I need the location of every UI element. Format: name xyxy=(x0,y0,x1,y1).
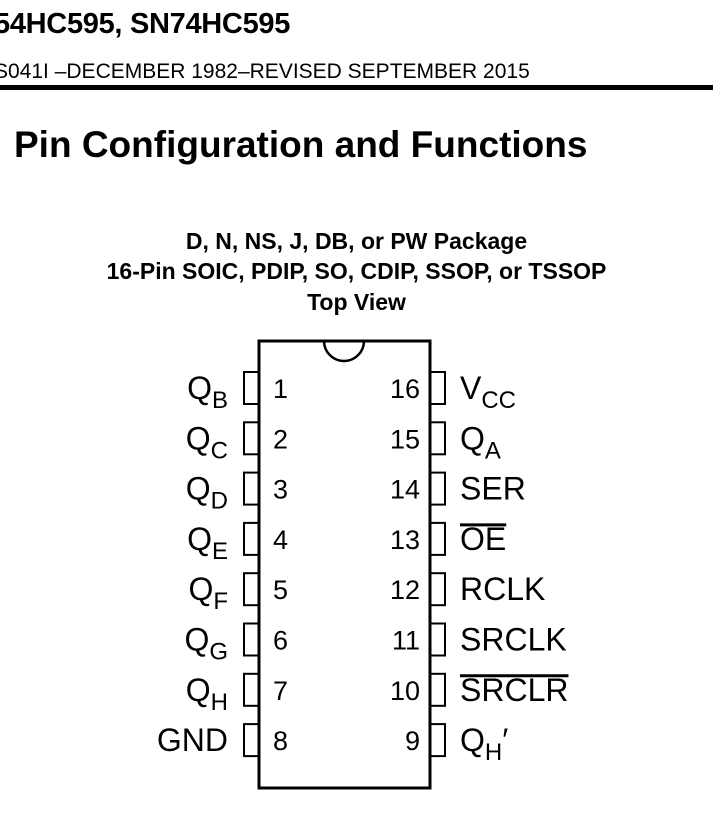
pin-10-label: SRCLR xyxy=(460,672,568,708)
pin-3-label: QD xyxy=(186,471,228,515)
pin-14-number: 14 xyxy=(390,475,420,505)
pins-right: 16 VCC 15 QA 14 SER 13 OE 12 RCLK 11 SRCLK 10 SRCLR 9 Q… xyxy=(390,370,569,766)
pin-4-label: QE xyxy=(187,521,228,565)
pin-13-lead xyxy=(429,521,446,556)
pin1-notch xyxy=(322,340,366,363)
pin-16-lead xyxy=(429,371,446,405)
pin-13-number: 13 xyxy=(390,525,420,555)
pin-16-label: VCC xyxy=(460,370,516,414)
pin-4-number: 4 xyxy=(273,525,288,555)
pin-15-label: QA xyxy=(460,420,501,464)
pin-11-label: SRCLK xyxy=(460,622,567,658)
pin-14-label: SER xyxy=(460,471,526,507)
pin-15-lead xyxy=(429,421,446,456)
pin-14-lead xyxy=(429,471,446,506)
package-line-1: D, N, NS, J, DB, or PW Package xyxy=(185,228,528,254)
section-title: Pin Configuration and Functions xyxy=(14,124,588,165)
pin-2-number: 2 xyxy=(273,424,288,454)
pin-10-number: 10 xyxy=(390,676,420,706)
pin-8-lead xyxy=(243,723,260,758)
pin-15-number: 15 xyxy=(390,424,420,454)
pin-9-label: QH′ xyxy=(460,722,508,766)
pin-5-lead xyxy=(243,572,260,607)
pin-6-label: QG xyxy=(184,622,228,666)
datasheet-part-title: 54HC595, SN74HC595 xyxy=(0,8,291,40)
datasheet-doc-line: S041I –DECEMBER 1982–REVISED SEPTEMBER 2… xyxy=(0,60,530,83)
pin-3-lead xyxy=(243,471,260,506)
header-rule xyxy=(0,85,713,90)
pin-10-lead xyxy=(429,672,446,707)
ic-package-body xyxy=(257,339,432,790)
pin-1-number: 1 xyxy=(273,374,288,404)
pin-4-lead xyxy=(243,521,260,556)
pin-9-number: 9 xyxy=(405,726,420,756)
pin-12-number: 12 xyxy=(390,575,420,605)
pin-5-label: QF xyxy=(188,571,228,615)
pin-12-label: RCLK xyxy=(460,571,545,607)
pin-3-number: 3 xyxy=(273,475,288,505)
pin-2-lead xyxy=(243,421,260,456)
package-line-2: 16-Pin SOIC, PDIP, SO, CDIP, SSOP, or TS… xyxy=(106,258,607,284)
pin-5-number: 5 xyxy=(273,575,288,605)
pins-left: 1 QB 2 QC 3 QD 4 QE 5 QF 6 QG 7 QH 8 GND xyxy=(157,370,288,758)
pin-8-number: 8 xyxy=(273,726,288,756)
pin-11-number: 11 xyxy=(392,626,420,656)
pin-2-label: QC xyxy=(186,420,228,464)
pin-6-number: 6 xyxy=(273,626,288,656)
pin-9-lead xyxy=(429,723,446,758)
package-line-3: Top View xyxy=(307,289,406,315)
pin-1-lead xyxy=(243,371,260,405)
pin-8-label: GND xyxy=(157,722,228,758)
pin-13-label: OE xyxy=(460,521,506,557)
pin-7-lead xyxy=(243,672,260,707)
pin-1-label: QB xyxy=(187,370,228,414)
pin-16-number: 16 xyxy=(390,374,420,404)
pin-6-lead xyxy=(243,622,260,657)
pin-7-number: 7 xyxy=(273,676,288,706)
pin-7-label: QH xyxy=(186,672,228,716)
pin-12-lead xyxy=(429,572,446,607)
pin-11-lead xyxy=(429,622,446,657)
